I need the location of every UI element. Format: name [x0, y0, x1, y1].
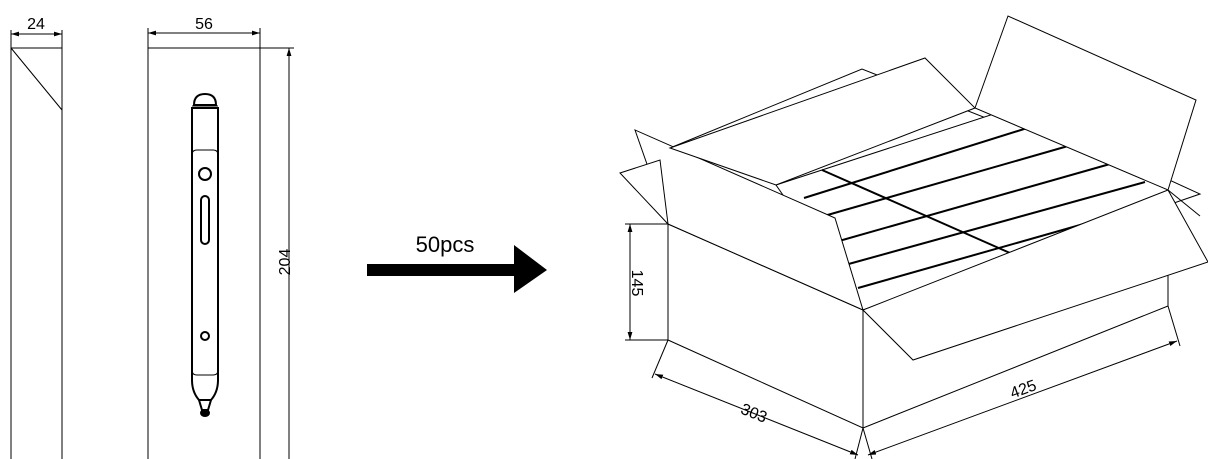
sleeve-side-view: 24 [10, 16, 63, 459]
sleeve-front-outline [147, 47, 261, 459]
sleeve-front-view: 56 204 [147, 16, 294, 459]
quantity-label: 50pcs [416, 232, 475, 257]
pen-icon [191, 92, 219, 417]
carton-height-label: 145 [628, 270, 645, 297]
carton-back-right-flap [974, 15, 1197, 191]
sleeve-width-label: 56 [195, 16, 213, 33]
carton-length-dimension-line [867, 340, 1178, 456]
sleeve-side-outline [10, 47, 63, 459]
quantity-arrow: 50pcs [367, 232, 547, 293]
carton-depth-label: 303 [738, 401, 769, 427]
sleeve-side-flap-line [10, 47, 63, 111]
carton-depth-dimension-line [654, 373, 859, 456]
carton-box: 145 303 425 [619, 15, 1208, 459]
carton-left-flap-fold [619, 159, 669, 226]
extension-line [1167, 305, 1181, 347]
extension-line [651, 339, 669, 379]
carton-edge-line [1167, 189, 1201, 217]
sleeve-depth-label: 24 [27, 16, 45, 33]
sleeve-height-label: 204 [277, 249, 294, 276]
carton-length-label: 425 [1008, 377, 1039, 402]
right-arrow-icon [367, 245, 547, 293]
